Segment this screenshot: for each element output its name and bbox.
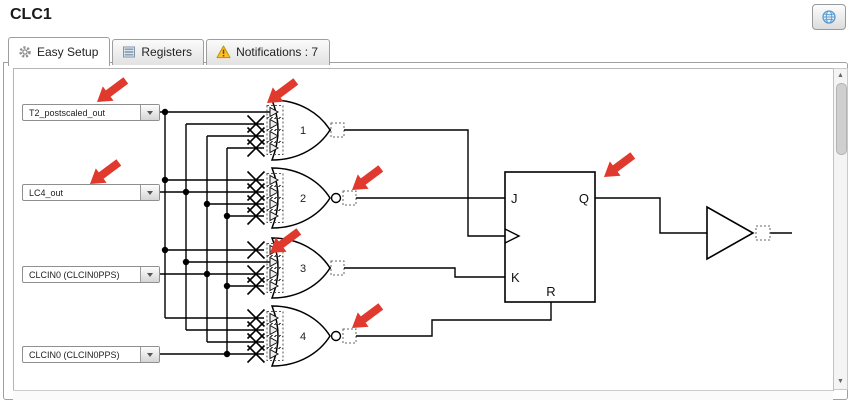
flipflop-pin-j: J (511, 191, 518, 206)
wire-junction-dots (161, 108, 231, 358)
gate-2-invert-bubble[interactable] (330, 192, 342, 204)
output-buffer[interactable] (706, 205, 771, 261)
globe-button[interactable] (812, 4, 846, 30)
registers-icon (123, 46, 136, 58)
tab-notifications-label: Notifications : 7 (236, 45, 319, 59)
chevron-down-icon (147, 272, 153, 277)
pointer-arrow-input-select-1 (97, 77, 129, 102)
clock-chevron (504, 228, 521, 244)
page-title: CLC1 (10, 6, 52, 23)
gate-1-output-port[interactable] (330, 122, 345, 138)
gate-3[interactable]: 3 (270, 237, 345, 299)
gate-4[interactable]: 4 (270, 305, 357, 367)
gate-4-output-port[interactable] (342, 328, 357, 344)
tab-bar: Easy Setup Registers Notifications : 7 (8, 37, 332, 66)
scroll-up-arrow[interactable]: ▲ (837, 72, 844, 79)
input-select-4[interactable]: CLCIN0 (CLCIN0PPS) (22, 346, 160, 363)
chevron-down-icon (147, 110, 153, 115)
tab-easy-setup[interactable]: Easy Setup (8, 37, 111, 66)
gate-2[interactable]: 2 (270, 167, 357, 229)
scroll-down-arrow[interactable]: ▼ (837, 378, 844, 385)
vertical-scrollbar-thumb[interactable] (836, 83, 847, 155)
q-output-wire (595, 197, 792, 234)
input-select-1-arrow-button[interactable] (140, 105, 159, 120)
gate-2-label: 2 (300, 193, 306, 205)
vertical-scrollbar[interactable]: ▲ ▼ (833, 68, 848, 390)
gate-1[interactable]: 1 (270, 99, 345, 161)
chevron-down-icon (147, 190, 153, 195)
input-select-4-arrow-button[interactable] (140, 347, 159, 362)
input-disconnect-x-marks[interactable] (246, 114, 266, 364)
flipflop-pin-r: R (546, 284, 555, 299)
tab-registers[interactable]: Registers (112, 39, 205, 65)
gate-1-label: 1 (300, 125, 306, 137)
gate-3-output-port[interactable] (330, 260, 345, 276)
annotation-arrows (90, 77, 636, 328)
gate-to-flipflop-wires (330, 129, 552, 337)
input-select-3-value: CLCIN0 (CLCIN0PPS) (29, 270, 120, 280)
chevron-down-icon (147, 352, 153, 357)
flipflop-pin-k: K (511, 270, 520, 285)
gate-2-output-port[interactable] (342, 190, 357, 206)
flipflop-pin-q: Q (579, 191, 589, 206)
gate-3-label: 3 (300, 263, 306, 275)
pointer-arrow-flipflop-q (604, 152, 636, 177)
warning-icon (216, 45, 231, 59)
buffer-output-port[interactable] (755, 225, 771, 241)
tab-notifications[interactable]: Notifications : 7 (206, 39, 331, 65)
tab-registers-label: Registers (141, 45, 193, 59)
input-select-1-value: T2_postscaled_out (29, 108, 106, 118)
diagram-viewport (13, 68, 834, 391)
input-select-2-value: LC4_out (29, 188, 64, 198)
pointer-arrow-gate-3-inputs (270, 228, 302, 253)
input-select-3-arrow-button[interactable] (140, 267, 159, 282)
gate-input-stub-wires (160, 111, 278, 355)
input-select-2[interactable]: LC4_out (22, 184, 160, 201)
gate-4-label: 4 (300, 331, 306, 343)
globe-icon (822, 10, 836, 24)
input-select-1[interactable]: T2_postscaled_out (22, 104, 160, 121)
horizontal-scrollbar[interactable] (13, 390, 833, 400)
pointer-arrow-gate-4-output (352, 303, 384, 328)
input-select-2-arrow-button[interactable] (140, 185, 159, 200)
input-bus-wires (164, 112, 228, 354)
jk-flipflop[interactable]: J K Q R (504, 171, 596, 303)
input-select-4-value: CLCIN0 (CLCIN0PPS) (29, 350, 120, 360)
pointer-arrow-input-select-2 (90, 159, 122, 184)
tab-easy-setup-label: Easy Setup (37, 44, 99, 59)
pointer-arrow-gate-1-inputs (267, 78, 299, 103)
gate-4-invert-bubble[interactable] (330, 330, 342, 342)
input-select-3[interactable]: CLCIN0 (CLCIN0PPS) (22, 266, 160, 283)
pointer-arrow-gate-2-output (352, 165, 384, 190)
gear-icon (19, 45, 31, 58)
